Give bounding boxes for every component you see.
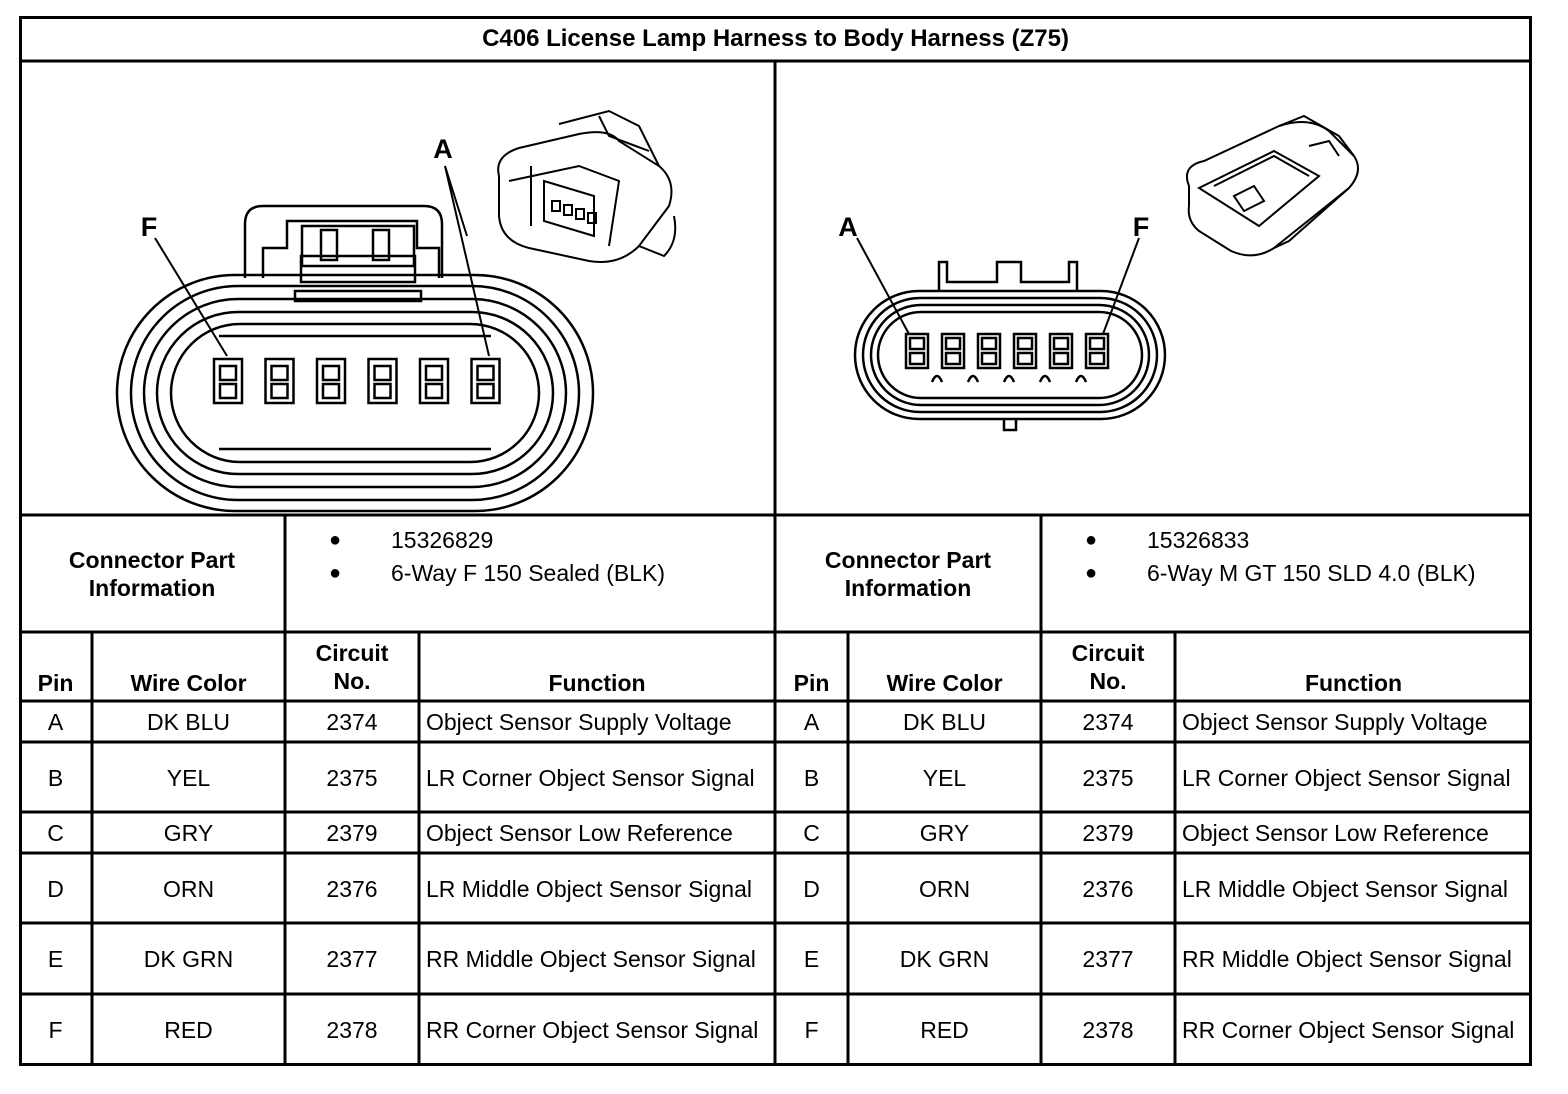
cell-pin: D <box>803 875 820 902</box>
right-connector-drawing <box>853 237 1167 432</box>
connector-sheet: F A A F C406 License Lamp Harness to Bod… <box>19 16 1532 1066</box>
header-circuit-no: Circuit No. <box>1071 640 1145 694</box>
part-description: 6-Way M GT 150 SLD 4.0 (BLK) <box>1147 560 1476 586</box>
cell-function: LR Middle Object Sensor Signal <box>1182 875 1508 902</box>
part-number: 15326829 <box>391 527 494 553</box>
cell-wire-color: DK BLU <box>902 709 987 735</box>
bullet-icon: ● <box>1085 529 1098 551</box>
header-pin: Pin <box>37 670 74 696</box>
bullet-icon: ● <box>329 529 342 551</box>
cell-function: RR Middle Object Sensor Signal <box>426 946 756 972</box>
left-pin-label-f: F <box>140 212 158 242</box>
cell-pin: B <box>803 764 820 791</box>
cell-circuit: 2376 <box>326 875 378 902</box>
cell-circuit: 2378 <box>1082 1016 1134 1043</box>
right-pin-cavity <box>904 332 944 383</box>
cell-function: Object Sensor Supply Voltage <box>1182 709 1488 735</box>
left-pin-cavity <box>418 357 450 405</box>
header-wire-color: Wire Color <box>886 670 1003 696</box>
left-connector-drawing <box>115 165 595 513</box>
cell-circuit: 2377 <box>1082 946 1134 972</box>
left-pin-cavity <box>470 357 501 405</box>
cell-wire-color: DK GRN <box>899 946 990 972</box>
cell-circuit: 2374 <box>326 709 378 735</box>
cell-function: LR Middle Object Sensor Signal <box>426 875 752 902</box>
cell-wire-color: GRY <box>919 820 970 846</box>
cell-pin: A <box>47 709 64 735</box>
connector-part-info-label-left: Connector Part Information <box>68 547 236 601</box>
cell-pin: D <box>47 875 64 902</box>
left-pin-cavity <box>367 357 398 405</box>
part-info-list-right: ● 15326833 ● 6-Way M GT 150 SLD 4.0 (BLK) <box>1081 524 1476 590</box>
cell-function: Object Sensor Low Reference <box>1182 820 1489 846</box>
left-pin-cavity <box>212 357 244 405</box>
connector-part-info-label-right: Connector Part Information <box>824 547 992 601</box>
cell-function: Object Sensor Supply Voltage <box>426 709 732 735</box>
cell-circuit: 2378 <box>326 1016 378 1043</box>
cell-wire-color: ORN <box>162 875 215 902</box>
bullet-icon: ● <box>1085 562 1098 584</box>
right-pin-cavity <box>1084 332 1110 370</box>
cell-circuit: 2379 <box>326 820 378 846</box>
right-pin-label-a: A <box>838 212 858 242</box>
cell-wire-color: ORN <box>918 875 971 902</box>
cell-function: RR Corner Object Sensor Signal <box>426 1016 759 1043</box>
header-circuit-no: Circuit No. <box>315 640 389 694</box>
cell-pin: F <box>48 1016 63 1043</box>
cell-circuit: 2375 <box>1082 764 1134 791</box>
right-connector-3d-sketch <box>1185 114 1359 257</box>
cell-wire-color: DK BLU <box>146 709 231 735</box>
cell-circuit: 2376 <box>1082 875 1134 902</box>
cell-pin: C <box>803 820 820 846</box>
bullet-icon: ● <box>329 562 342 584</box>
part-description: 6-Way F 150 Sealed (BLK) <box>391 560 665 586</box>
cell-wire-color: RED <box>920 1016 969 1043</box>
page-title: C406 License Lamp Harness to Body Harnes… <box>482 25 1069 52</box>
cell-pin: C <box>47 820 64 846</box>
cell-wire-color: GRY <box>163 820 214 846</box>
cell-pin: B <box>47 764 64 791</box>
part-info-list-left: ● 15326829 ● 6-Way F 150 Sealed (BLK) <box>325 524 665 590</box>
cell-function: LR Corner Object Sensor Signal <box>1182 764 1511 791</box>
cell-circuit: 2379 <box>1082 820 1134 846</box>
cell-pin: A <box>803 709 820 735</box>
header-function: Function <box>1304 670 1403 696</box>
cell-pin: E <box>803 946 820 972</box>
header-function: Function <box>548 670 646 696</box>
cell-function: LR Corner Object Sensor Signal <box>426 764 755 791</box>
right-pin-cavity <box>940 332 980 383</box>
left-pin-label-a: A <box>433 134 453 164</box>
left-connector-3d-sketch <box>497 109 677 263</box>
cell-function: RR Middle Object Sensor Signal <box>1182 946 1512 972</box>
right-pin-label-f: F <box>1132 212 1150 242</box>
cell-wire-color: YEL <box>922 764 967 791</box>
cell-function: RR Corner Object Sensor Signal <box>1182 1016 1515 1043</box>
cell-pin: F <box>804 1016 819 1043</box>
cell-wire-color: RED <box>164 1016 213 1043</box>
left-pin-cavity <box>264 357 295 405</box>
cell-circuit: 2377 <box>326 946 378 972</box>
header-wire-color: Wire Color <box>130 670 247 696</box>
cell-function: Object Sensor Low Reference <box>426 820 733 846</box>
cell-wire-color: DK GRN <box>143 946 234 972</box>
cell-circuit: 2375 <box>326 764 378 791</box>
cell-pin: E <box>47 946 64 972</box>
right-pin-cavity <box>1012 332 1052 383</box>
header-pin: Pin <box>793 670 830 696</box>
cell-circuit: 2374 <box>1082 709 1134 735</box>
right-pin-cavity <box>976 332 1016 383</box>
left-pin-cavity <box>315 357 347 405</box>
table-grid <box>19 16 1532 1066</box>
cell-wire-color: YEL <box>166 764 211 791</box>
part-number: 15326833 <box>1147 527 1250 553</box>
right-pin-cavity <box>1048 332 1088 383</box>
